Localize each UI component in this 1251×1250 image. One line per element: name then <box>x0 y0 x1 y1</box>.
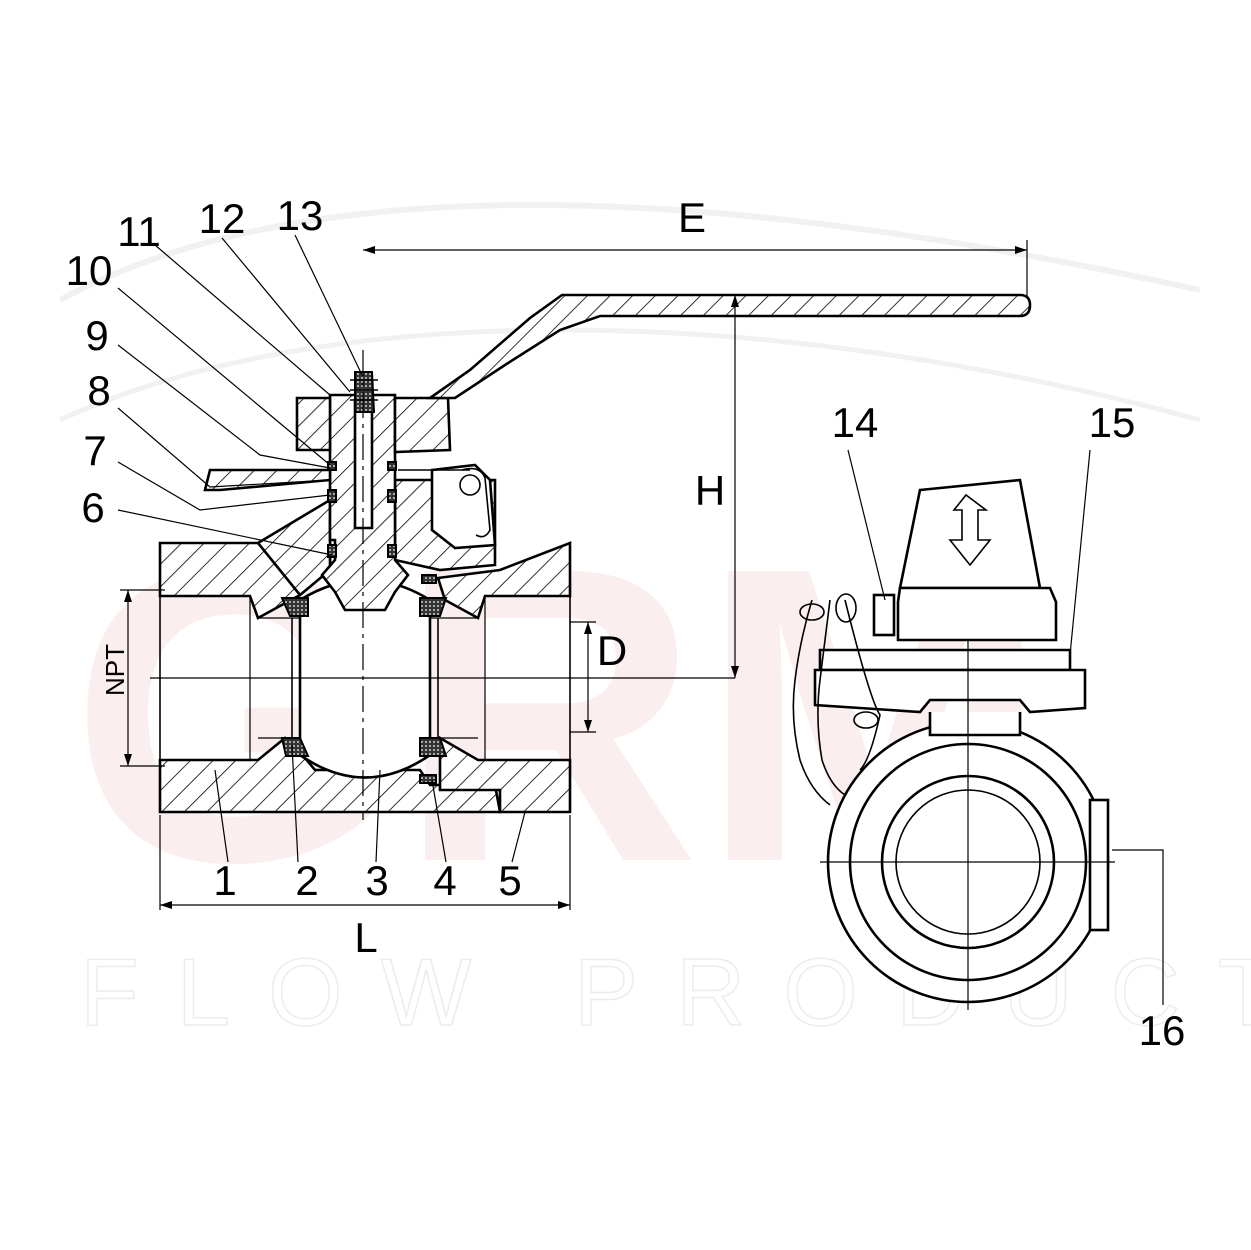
part-label-8: 8 <box>87 367 110 414</box>
chain <box>792 593 881 806</box>
watermark-text: FLOW PRODUCTS <box>80 939 1251 1046</box>
part-label-2: 2 <box>295 857 318 904</box>
part-label-7: 7 <box>83 427 106 474</box>
part-label-5: 5 <box>498 857 521 904</box>
dim-label-npt: NPT <box>100 644 130 696</box>
dimension-labels: E H L D NPT <box>100 194 725 961</box>
end-view <box>792 478 1115 1010</box>
part-label-15: 15 <box>1089 399 1136 446</box>
part-label-3: 3 <box>365 857 388 904</box>
part-label-6: 6 <box>81 484 104 531</box>
dimension-lines <box>120 240 1028 910</box>
part-label-14: 14 <box>832 399 879 446</box>
dim-label-e: E <box>678 194 706 241</box>
dim-label-h: H <box>695 467 725 514</box>
leader-lines-right <box>847 449 1164 1005</box>
dim-label-d: D <box>597 627 627 674</box>
part-label-1: 1 <box>213 857 236 904</box>
part-label-11: 11 <box>117 208 161 255</box>
part-labels: 1 2 3 4 5 6 7 8 9 10 11 12 13 14 15 16 <box>66 192 1186 1054</box>
part-label-16: 16 <box>1139 1007 1186 1054</box>
leader-lines <box>117 234 526 863</box>
part-label-13: 13 <box>277 192 324 239</box>
part-label-12: 12 <box>199 195 246 242</box>
part-label-4: 4 <box>433 857 456 904</box>
dim-label-l: L <box>354 914 377 961</box>
section-view <box>150 293 1032 820</box>
part-label-10: 10 <box>66 247 113 294</box>
part-label-9: 9 <box>85 312 108 359</box>
